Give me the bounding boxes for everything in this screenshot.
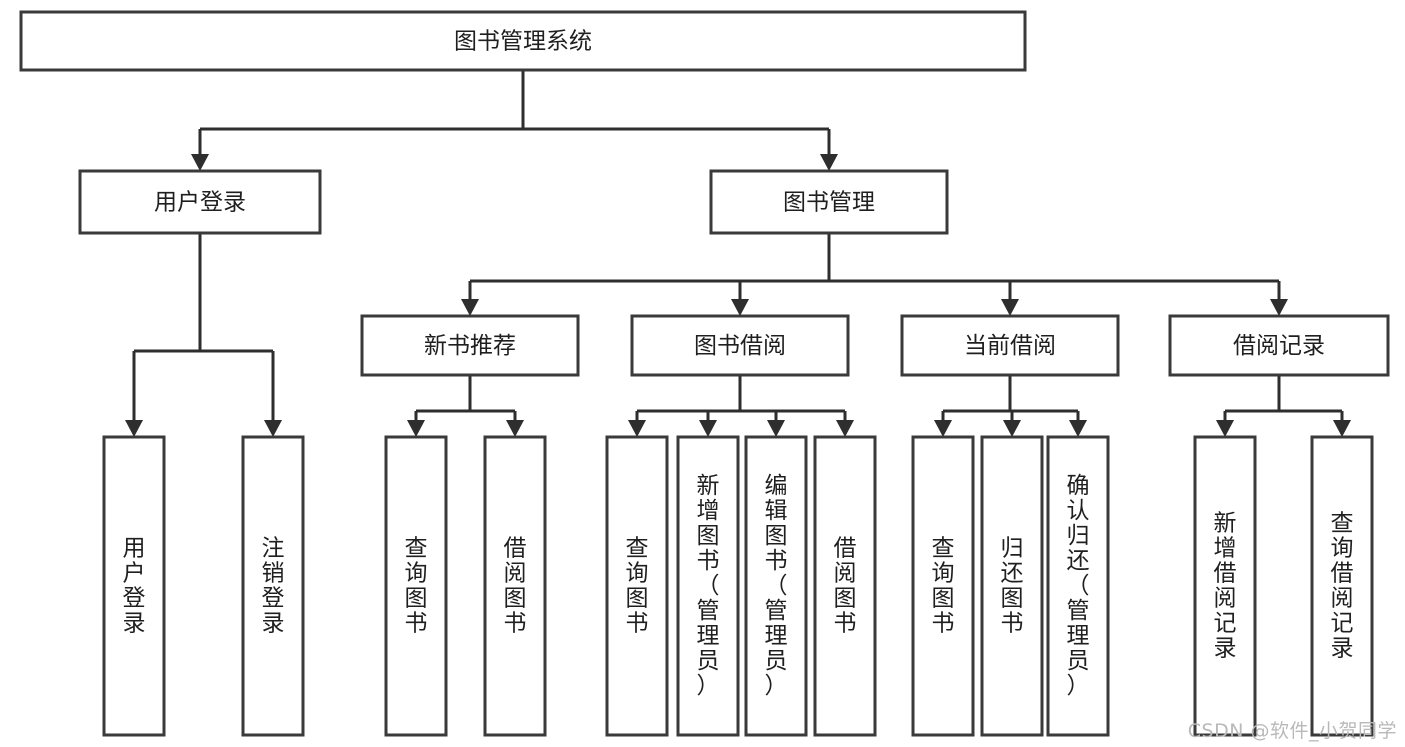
- node-book-manage[interactable]: 图书管理: [709, 169, 949, 235]
- node-label-leaf-cur-query-book: 查询图书: [932, 536, 955, 637]
- node-leaf-rec-borrow-book[interactable]: 借阅图书: [483, 435, 547, 737]
- node-leaf-user-login[interactable]: 用户登录: [102, 435, 166, 737]
- node-box-leaf-rec-query-book: [384, 435, 448, 737]
- arrow-head: [407, 420, 425, 437]
- node-label-book-borrow: 图书借阅: [694, 333, 786, 359]
- node-label-leaf-cur-return-book: 归还图书: [1001, 536, 1024, 637]
- arrow-head: [125, 420, 143, 437]
- node-box-book-borrow: [630, 314, 850, 377]
- node-box-current-borrow: [900, 314, 1120, 377]
- arrow-head: [731, 299, 749, 316]
- node-leaf-cur-confirm-return[interactable]: 确认归还（管理员）: [1046, 435, 1110, 737]
- node-box-leaf-rec-query-record: [1310, 435, 1374, 737]
- connector-group-current-borrow: [934, 375, 1087, 437]
- connector-group-root: [191, 70, 838, 171]
- node-book-borrow[interactable]: 图书借阅: [630, 314, 850, 377]
- node-label-user-login: 用户登录: [154, 190, 246, 216]
- node-borrow-record[interactable]: 借阅记录: [1168, 314, 1390, 377]
- node-box-leaf-cur-confirm-return: [1046, 435, 1110, 737]
- node-leaf-borrow-add-book[interactable]: 新增图书（管理员）: [676, 435, 740, 737]
- node-leaf-cur-query-book[interactable]: 查询图书: [911, 435, 975, 737]
- arrow-head: [506, 420, 524, 437]
- node-leaf-rec-add-record[interactable]: 新增借阅记录: [1193, 435, 1257, 737]
- node-label-leaf-user-logout: 注销登录: [262, 536, 285, 637]
- node-label-leaf-rec-add-record: 新增借阅记录: [1214, 511, 1237, 662]
- node-layer: 图书管理系统用户登录图书管理新书推荐图书借阅当前借阅借阅记录用户登录注销登录查询…: [19, 10, 1390, 737]
- node-label-leaf-rec-borrow-book: 借阅图书: [504, 536, 527, 637]
- connector-group-book-borrow: [628, 375, 854, 437]
- node-box-leaf-borrow-add-book: [676, 435, 740, 737]
- node-label-root: 图书管理系统: [454, 29, 592, 55]
- node-box-leaf-rec-borrow-book: [483, 435, 547, 737]
- node-label-leaf-user-login: 用户登录: [123, 536, 146, 637]
- node-label-leaf-borrow-query-book: 查询图书: [626, 536, 649, 637]
- arrow-head: [820, 154, 838, 171]
- arrow-head: [628, 420, 646, 437]
- arrow-head: [1069, 420, 1087, 437]
- arrow-head: [1270, 299, 1288, 316]
- node-root[interactable]: 图书管理系统: [19, 10, 1027, 72]
- node-label-leaf-borrow-add-book: 新增图书（管理员）: [697, 473, 720, 699]
- arrow-head: [934, 420, 952, 437]
- node-leaf-rec-query-book[interactable]: 查询图书: [384, 435, 448, 737]
- node-box-leaf-borrow-edit-book: [744, 435, 808, 737]
- node-box-leaf-borrow-query-book: [605, 435, 669, 737]
- node-label-current-borrow: 当前借阅: [964, 333, 1056, 359]
- node-box-borrow-record: [1168, 314, 1390, 377]
- arrow-head: [836, 420, 854, 437]
- arrow-head: [461, 299, 479, 316]
- arrow-head: [1333, 420, 1351, 437]
- node-label-borrow-record: 借阅记录: [1233, 333, 1325, 359]
- node-leaf-borrow-edit-book[interactable]: 编辑图书（管理员）: [744, 435, 808, 737]
- connector-group-book-manage: [461, 233, 1288, 316]
- node-leaf-borrow-lend-book[interactable]: 借阅图书: [813, 435, 877, 737]
- node-box-new-book-recommend: [360, 314, 580, 377]
- node-label-leaf-rec-query-record: 查询借阅记录: [1331, 511, 1354, 662]
- node-label-leaf-borrow-lend-book: 借阅图书: [834, 536, 857, 637]
- node-leaf-borrow-query-book[interactable]: 查询图书: [605, 435, 669, 737]
- node-box-user-login: [78, 169, 322, 235]
- node-label-new-book-recommend: 新书推荐: [424, 333, 516, 359]
- node-box-leaf-rec-add-record: [1193, 435, 1257, 737]
- node-box-leaf-cur-query-book: [911, 435, 975, 737]
- arrow-head: [699, 420, 717, 437]
- node-label-leaf-borrow-edit-book: 编辑图书（管理员）: [765, 473, 788, 699]
- node-leaf-user-logout[interactable]: 注销登录: [241, 435, 305, 737]
- arrow-head: [264, 420, 282, 437]
- arrow-head: [767, 420, 785, 437]
- arrow-head: [1001, 299, 1019, 316]
- connector-group-new-book-recommend: [407, 375, 524, 437]
- node-leaf-rec-query-record[interactable]: 查询借阅记录: [1310, 435, 1374, 737]
- node-box-book-manage: [709, 169, 949, 235]
- node-leaf-cur-return-book[interactable]: 归还图书: [980, 435, 1044, 737]
- arrow-head: [191, 154, 209, 171]
- node-label-leaf-cur-confirm-return: 确认归还（管理员）: [1067, 473, 1090, 699]
- arrow-head: [1216, 420, 1234, 437]
- node-box-leaf-user-login: [102, 435, 166, 737]
- node-box-leaf-cur-return-book: [980, 435, 1044, 737]
- node-current-borrow[interactable]: 当前借阅: [900, 314, 1120, 377]
- node-box-leaf-borrow-lend-book: [813, 435, 877, 737]
- node-user-login[interactable]: 用户登录: [78, 169, 322, 235]
- connector-group-borrow-record: [1216, 375, 1351, 437]
- node-label-leaf-rec-query-book: 查询图书: [405, 536, 428, 637]
- node-new-book-recommend[interactable]: 新书推荐: [360, 314, 580, 377]
- node-box-leaf-user-logout: [241, 435, 305, 737]
- connector-group-user-login: [125, 233, 282, 437]
- node-box-root: [19, 10, 1027, 72]
- node-label-book-manage: 图书管理: [783, 190, 875, 216]
- connector-layer: [125, 70, 1351, 437]
- arrow-head: [1003, 420, 1021, 437]
